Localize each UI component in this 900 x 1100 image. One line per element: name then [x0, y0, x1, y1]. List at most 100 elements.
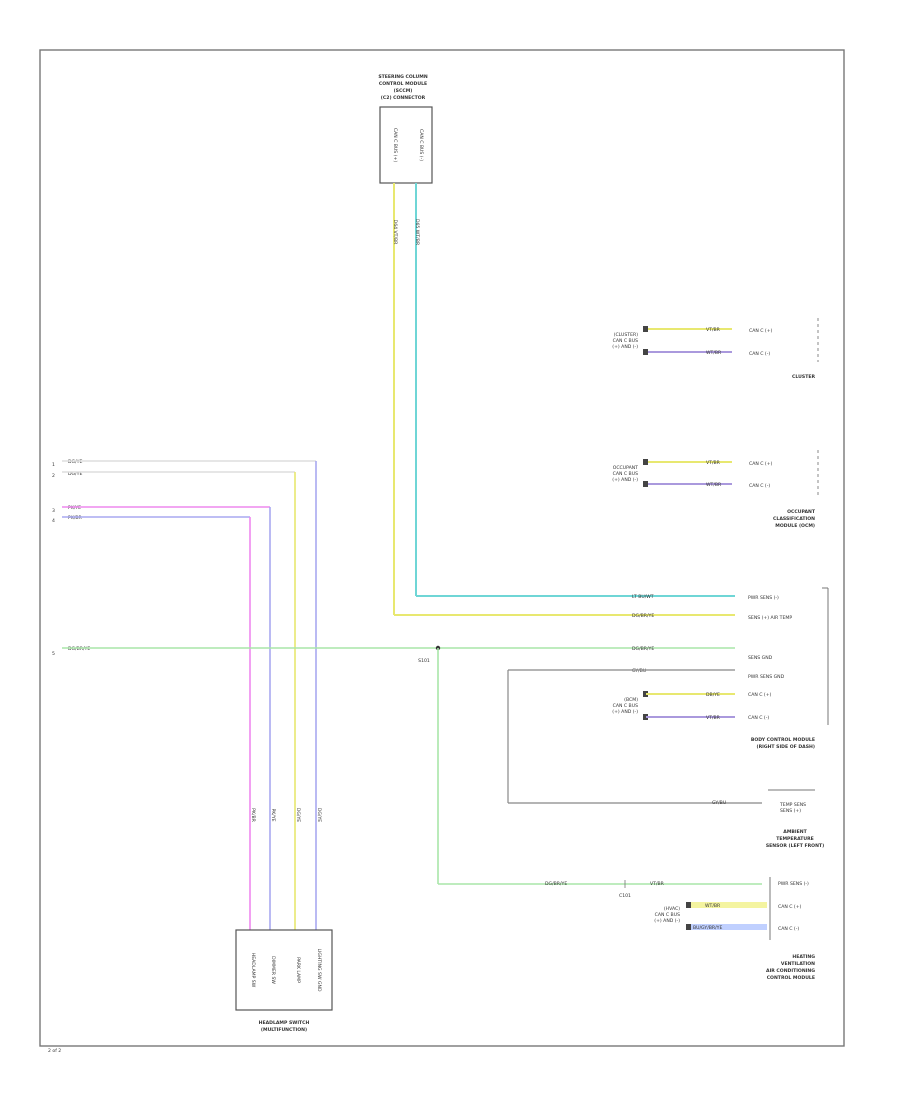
- hvac-name-4: CONTROL MODULE: [767, 975, 815, 981]
- bcm-block: LT BU/WT DG/BR/YE DG/BR/YE GY/BU PWR SEN…: [507, 587, 829, 804]
- top-module-title-line2: CONTROL MODULE: [379, 81, 427, 87]
- occupant-wire-label-minus: WT/BR: [706, 482, 722, 488]
- bcm-wire-label-1: LT BU/WT: [632, 594, 654, 600]
- top-module-title-line1: STEERING COLUMN: [378, 74, 428, 80]
- occupant-pin-plus: CAN C (+): [749, 461, 773, 467]
- hvac-name-2: VENTILATION: [781, 961, 815, 967]
- bcm-pin-5: CAN C (+): [748, 692, 772, 698]
- left-vert-label-4: DG/YE: [316, 808, 322, 822]
- ambient-name-3: SENSOR (LEFT FRONT): [766, 843, 824, 849]
- occupant-pin-minus: CAN C (-): [749, 483, 770, 489]
- left-pin-1: 1: [52, 462, 55, 468]
- left-wire-label-2: DG/YE: [68, 471, 82, 477]
- occupant-name-1: OCCUPANT: [787, 509, 816, 515]
- left-vert-label-1: PK/BR: [250, 808, 256, 822]
- ambient-name-2: TEMPERATURE: [776, 836, 814, 842]
- top-module-title-line3: (SCCM): [394, 88, 413, 94]
- headlamp-name-1: HEADLAMP SWITCH: [259, 1020, 310, 1026]
- hvac-ctrl-1: (HVAC): [664, 906, 680, 912]
- hvac-wire-highlight-plus: [691, 902, 767, 908]
- occupant-block: VT/BR WT/BR CAN C (+) CAN C (-) OCCUPANT…: [612, 450, 819, 529]
- headlamp-switch-block: PK/BR PK/YE DG/YE DG/YE HEADLAMP SW DIMM…: [235, 808, 333, 1033]
- bcm-wire-label-3: DG/BR/YE: [632, 646, 654, 652]
- occupant-name-3: MODULE (OCM): [775, 523, 815, 529]
- hvac-block: DG/BR/YE C101 VT/BR PWR SENS (-) WT/BR B…: [545, 877, 815, 981]
- left-wire-group: 1 2 3 4 DG/YE DG/YE PK/YE PK/BR: [52, 459, 317, 930]
- top-module-connector: [379, 106, 433, 184]
- occupant-terminal-plus: [643, 459, 648, 465]
- bottom-wire-label: DG/BR/YE: [545, 881, 567, 887]
- ambient-wire-label: GY/BU: [712, 800, 726, 806]
- headlamp-pin-1: HEADLAMP SW: [250, 953, 256, 988]
- top-pin-left-label: CAN C BUS (+): [392, 128, 398, 162]
- cluster-pin-plus: CAN C (+): [749, 328, 773, 334]
- ambient-block: GY/BU TEMP SENS SENS (+) AMBIENT TEMPERA…: [712, 789, 824, 849]
- bottom-pin-1: PWR SENS (-): [778, 881, 809, 887]
- ambient-name-1: AMBIENT: [783, 829, 807, 835]
- cluster-name: CLUSTER: [792, 374, 815, 380]
- bottom-pin-2: CAN C (+): [778, 904, 802, 910]
- left-wire-label-1: DG/YE: [68, 459, 82, 465]
- cluster-wire-label-minus: WT/BR: [706, 350, 722, 356]
- bcm-pin-6: CAN C (-): [748, 715, 769, 721]
- bcm-pin-2: SENS (+) AIR TEMP: [748, 615, 792, 621]
- headlamp-pin-3: PARK LAMP: [295, 957, 301, 983]
- hvac-wire-label-plus: WT/BR: [705, 903, 721, 909]
- top-wire-left-label: D64 VT/BR: [392, 220, 398, 245]
- occupant-ctrl-2: CAN C BUS: [613, 471, 638, 477]
- bcm-wire-label-5: DB/YE: [706, 692, 720, 698]
- bcm-terminal-plus: [643, 691, 648, 697]
- left-vert-label-3: DG/YE: [295, 808, 301, 822]
- top-module-title-line4: (C2) CONNECTOR: [381, 95, 426, 101]
- diagram-frame: [39, 49, 845, 1047]
- bottom-pin-3: CAN C (-): [778, 926, 799, 932]
- left-wire-label-4: PK/BR: [68, 515, 82, 521]
- bcm-ctrl-2: CAN C BUS: [613, 703, 638, 709]
- cluster-pin-minus: CAN C (-): [749, 351, 770, 357]
- hvac-terminal-minus: [686, 924, 691, 930]
- bcm-pin-1: PWR SENS (-): [748, 595, 779, 601]
- bcm-ctrl-3: (+) AND (-): [612, 709, 638, 715]
- left-pin-2: 2: [52, 473, 55, 479]
- ambient-pin-1: TEMP SENS: [779, 802, 806, 808]
- top-module-title: STEERING COLUMN CONTROL MODULE (SCCM) (C…: [378, 74, 428, 101]
- bcm-terminal-minus: [643, 714, 648, 720]
- headlamp-name-2: (MULTIFUNCTION): [261, 1027, 307, 1033]
- left-vert-label-2: PK/YE: [270, 808, 276, 821]
- cluster-block: VT/BR WT/BR CAN C (+) CAN C (-) (CLUSTER…: [612, 318, 819, 380]
- headlamp-pin-4: LIGHTING SW GND: [316, 949, 322, 992]
- bcm-ctrl-1: (BCM): [624, 697, 638, 703]
- hvac-name-3: AIR CONDITIONING: [766, 968, 815, 974]
- cluster-ctrl-1: (CLUSTER): [614, 332, 639, 338]
- hvac-ctrl-3: (+) AND (-): [654, 918, 680, 924]
- cluster-terminal-minus: [643, 349, 648, 355]
- headlamp-pin-2: DIMMER SW: [270, 956, 276, 984]
- left-ground-pin: 5: [52, 651, 55, 657]
- cluster-wire-label-plus: VT/BR: [706, 327, 721, 333]
- bcm-wire-label-4: GY/BU: [632, 668, 646, 674]
- bcm-pin-4: PWR SENS GND: [748, 674, 785, 680]
- occupant-wire-label-plus: VT/BR: [706, 460, 721, 466]
- bcm-wire-label-6: VT/BR: [706, 715, 721, 721]
- page-number: 2 of 2: [48, 1048, 61, 1054]
- top-pin-right-label: CAN C BUS (-): [418, 129, 424, 161]
- hvac-ctrl-2: CAN C BUS: [655, 912, 680, 918]
- top-wire-right-label: D65 WT/BR: [414, 219, 420, 246]
- hvac-name-1: HEATING: [792, 954, 815, 960]
- bottom-wire-label-2: VT/BR: [650, 881, 665, 887]
- bottom-junction-label: C101: [619, 893, 631, 899]
- hvac-wire-label-minus: BU/GY/BR/YE: [693, 925, 722, 931]
- splice-label: S101: [418, 658, 430, 664]
- headlamp-switch-connector: [235, 929, 333, 1011]
- left-pin-4: 4: [52, 518, 55, 524]
- cluster-terminal-plus: [643, 326, 648, 332]
- bcm-name-2: (RIGHT SIDE OF DASH): [756, 744, 815, 750]
- ambient-pin-2: SENS (+): [780, 808, 801, 814]
- hvac-wire-highlight-minus: [691, 924, 767, 930]
- bcm-pin-3: SENS GND: [748, 655, 773, 661]
- occupant-terminal-minus: [643, 481, 648, 487]
- left-wire-label-3: PK/YE: [68, 505, 81, 511]
- left-pin-3: 3: [52, 508, 55, 514]
